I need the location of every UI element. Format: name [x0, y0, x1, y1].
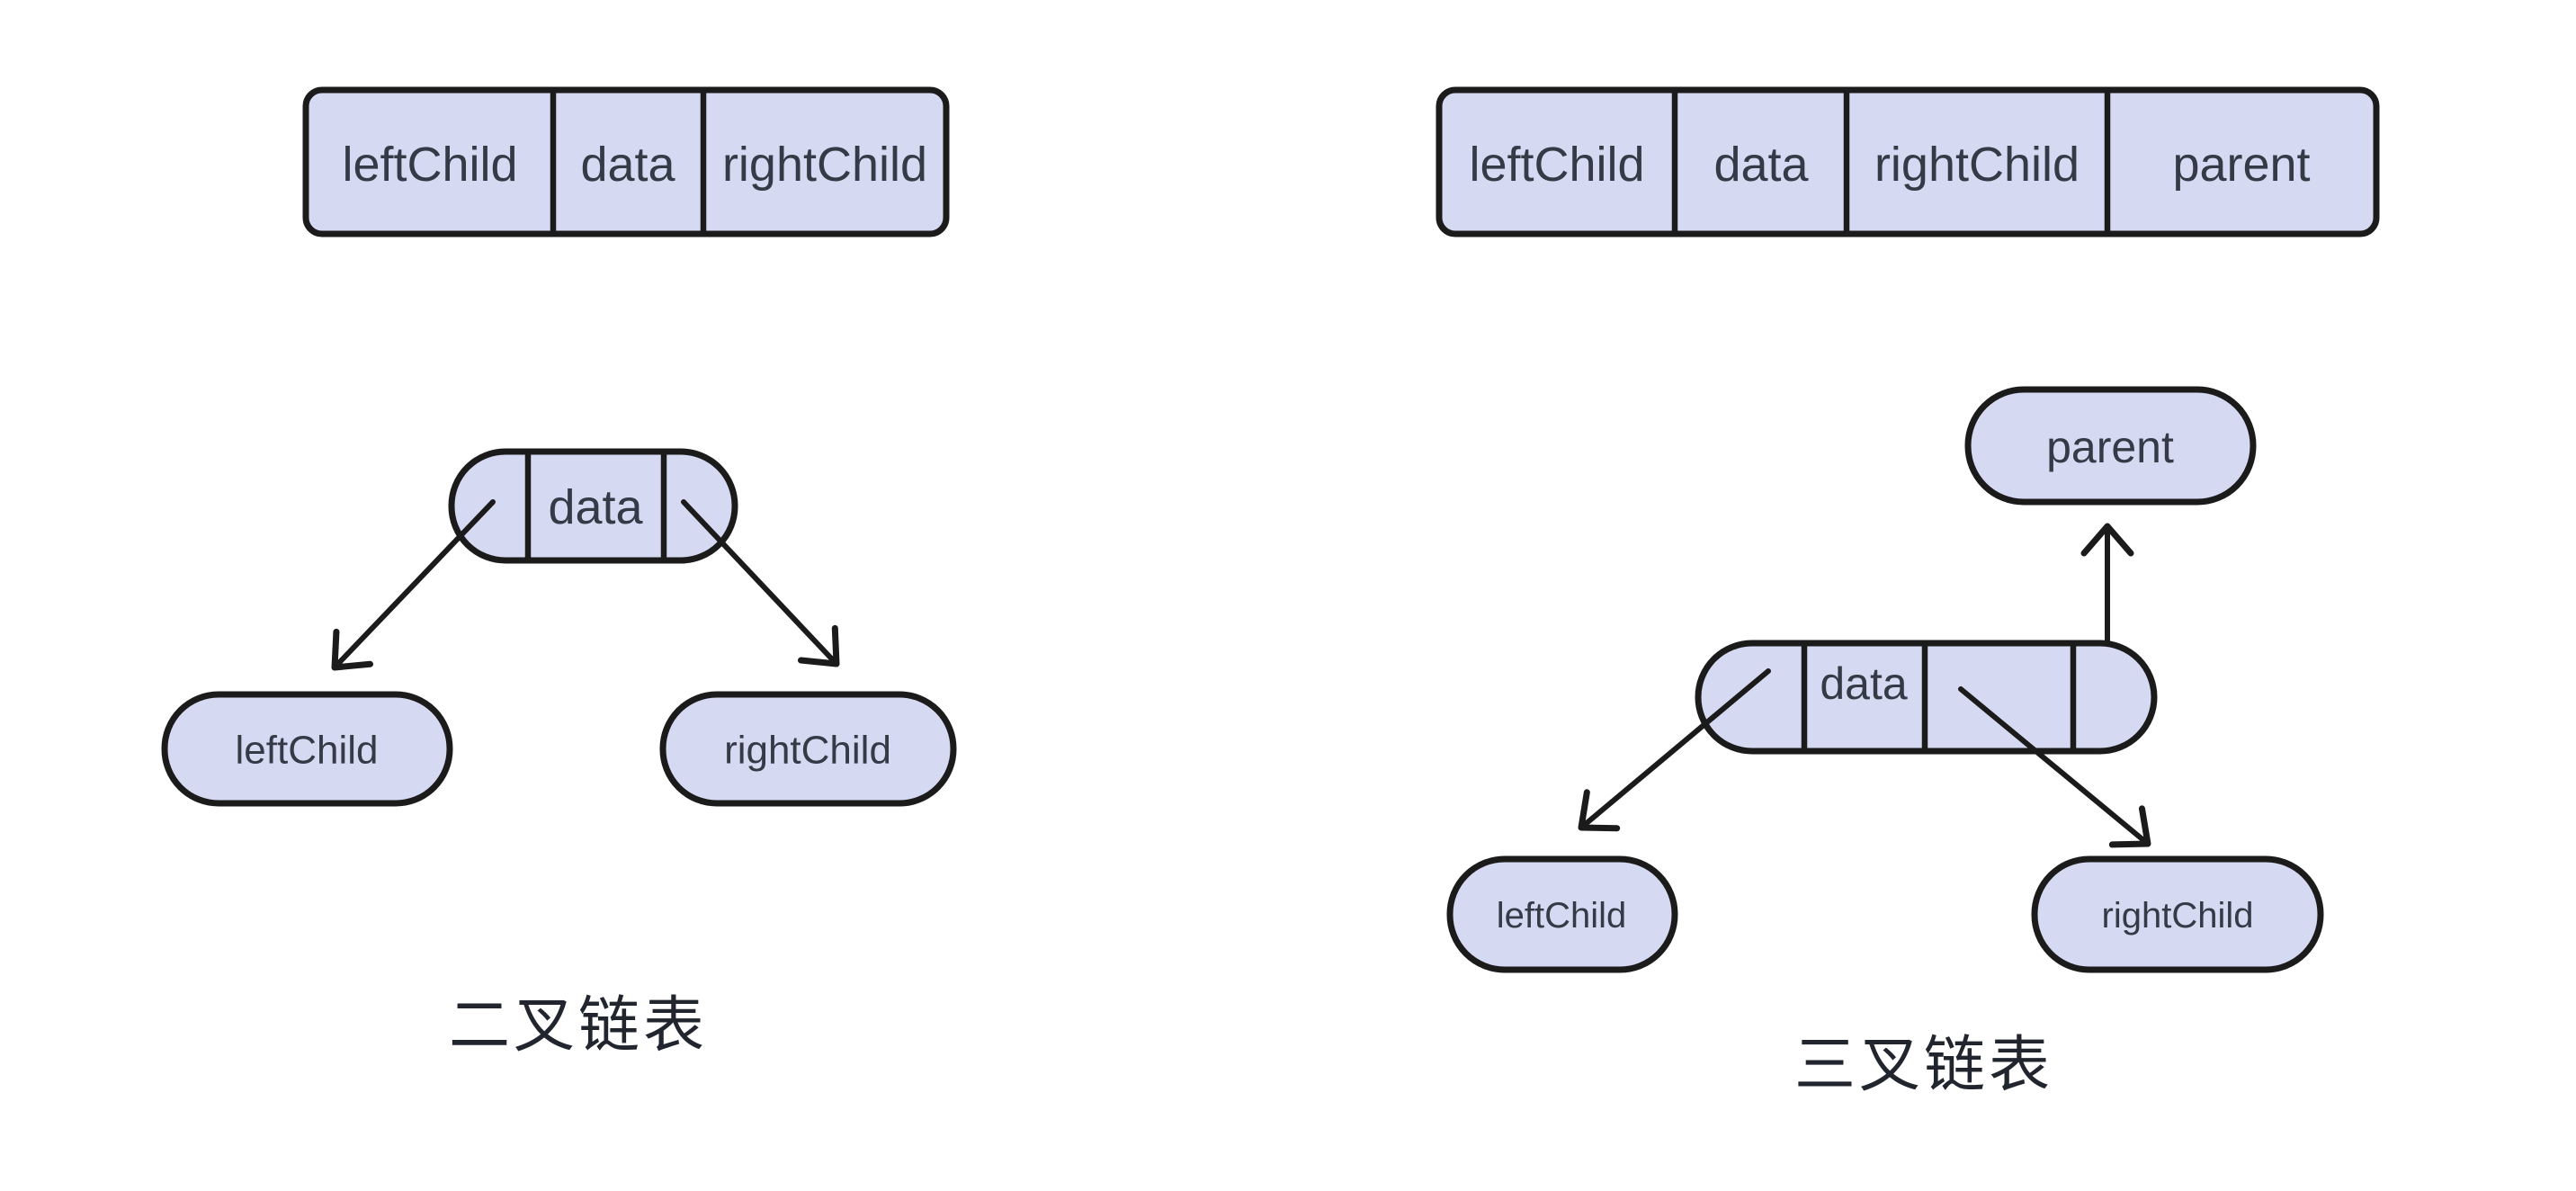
binary-root-node: data — [448, 448, 738, 564]
binary-rightchild-node: rightChild — [659, 691, 957, 807]
trinary-rightchild-pointer-arrow — [1958, 686, 2151, 848]
trinary-rightchild-pill — [2031, 855, 2324, 973]
trinary-parent-label: parent — [2046, 422, 2174, 472]
trinary-node-record: leftChild data rightChild parent — [1436, 86, 2380, 237]
binary-leftchild-pill — [161, 691, 453, 807]
trinary-rightchild-label: rightChild — [2102, 896, 2254, 936]
trinary-leftchild-label: leftChild — [1497, 896, 1627, 936]
binary-linked-list-diagram: leftChild data rightChild data leftChild… — [161, 86, 957, 1060]
binary-root-data-label: data — [548, 480, 643, 534]
binary-node-record: leftChild data rightChild — [302, 86, 950, 237]
trinary-leftchild-node: leftChild — [1446, 855, 1678, 973]
trinary-record-cell-rightchild-label: rightChild — [1874, 138, 2080, 192]
binary-diagram-caption: 二叉链表 — [449, 991, 708, 1060]
trinary-leftchild-pointer-arrow — [1578, 668, 1771, 832]
binary-leftchild-pointer-arrow — [331, 499, 496, 671]
binary-record-cell-rightchild-label: rightChild — [722, 138, 927, 192]
binary-record-box — [302, 86, 950, 237]
binary-rightchild-pointer-arrow — [681, 499, 840, 667]
trinary-record-cell-parent-label: parent — [2172, 138, 2310, 192]
binary-leftchild-node: leftChild — [161, 691, 453, 807]
trinary-linked-list-diagram: leftChild data rightChild parent parent … — [1436, 86, 2380, 1099]
binary-record-cell-leftchild-label: leftChild — [342, 138, 517, 192]
binary-rightchild-label: rightChild — [724, 729, 891, 773]
trinary-record-cell-leftchild-label: leftChild — [1469, 138, 1644, 192]
trinary-leftchild-pill — [1446, 855, 1678, 973]
trinary-record-cell-data-label: data — [1713, 138, 1809, 192]
binary-rightchild-pill — [659, 691, 957, 807]
trinary-parent-pill — [1964, 386, 2257, 506]
binary-leftchild-label: leftChild — [236, 729, 379, 773]
trinary-root-data-label: data — [1820, 658, 1908, 709]
trinary-diagram-caption: 三叉链表 — [1794, 1031, 2053, 1099]
trinary-rightchild-node: rightChild — [2031, 855, 2324, 973]
trinary-parent-node: parent — [1964, 386, 2257, 506]
binary-record-cell-data-label: data — [580, 138, 675, 192]
trinary-root-node: data — [1695, 640, 2158, 755]
